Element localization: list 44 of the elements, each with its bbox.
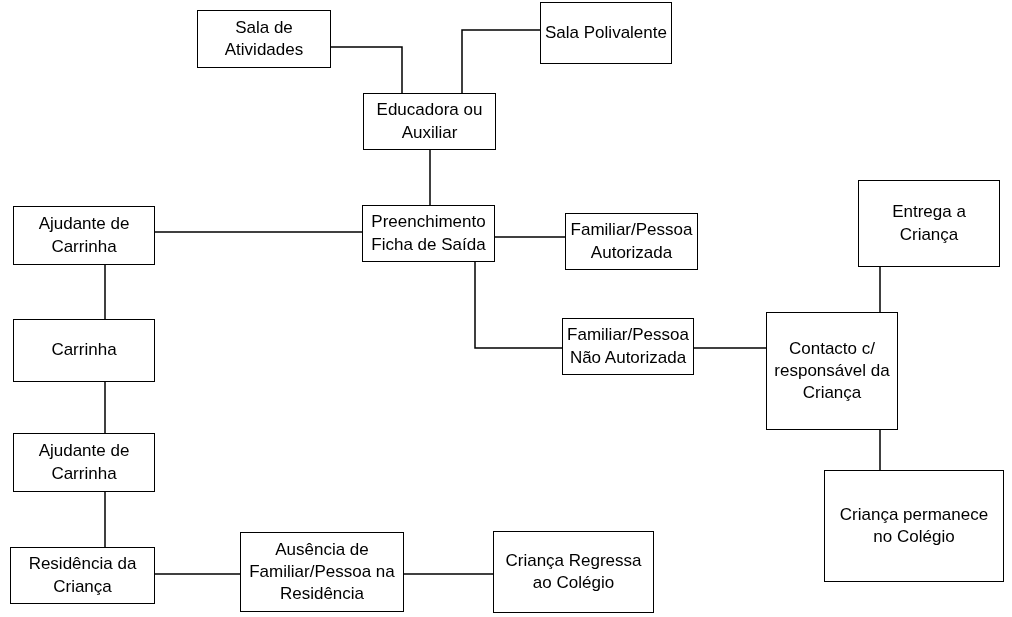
box-text: Entrega a Criança [891,201,967,246]
connector-line [403,573,494,575]
connector-line [461,29,541,94]
process-box [363,93,496,150]
connector-line [154,231,363,233]
process-box [13,319,155,382]
process-box [10,547,155,604]
box-text: Sala de Atividades [223,16,305,61]
process-box [493,531,654,613]
process-box [362,205,495,262]
box-text: Criança Regressa ao Colégio [504,549,643,594]
connector-line [154,573,241,575]
process-box [13,206,155,265]
box-text: Ausência de Familiar/Pessoa na Residência [248,538,396,606]
box-text: Sala Polivalente [545,21,667,44]
box-text: Preenchimento Ficha de Saída [370,211,487,256]
process-box [540,2,672,64]
box-text: Familiar/Pessoa Autorizada [570,219,693,264]
process-box [858,180,1000,267]
box-text: Educadora ou Auxiliar [375,99,484,144]
connector-line [693,347,767,349]
box-text: Ajudante de Carrinha [37,213,131,258]
process-box [766,312,898,430]
connector-line [104,264,106,320]
box-text: Familiar/Pessoa Não Autorizada [567,324,689,369]
connector-line [879,266,881,313]
connector-line [104,491,106,548]
box-text: Ajudante de Carrinha [37,440,131,485]
process-box [824,470,1004,582]
connector-line [879,429,881,471]
connector-line [429,149,431,206]
process-box [13,433,155,492]
connector-line [330,46,403,94]
process-box [562,318,694,375]
box-text: Contacto c/ responsável da Criança [773,337,891,405]
connector-line [494,236,566,238]
process-box [240,532,404,612]
connector-line [474,261,563,349]
box-text: Criança permanece no Colégio [838,503,990,548]
connector-line [104,381,106,434]
process-box [197,10,331,68]
box-text: Carrinha [51,339,117,362]
box-text: Residência da Criança [27,553,138,598]
process-box [565,213,698,270]
